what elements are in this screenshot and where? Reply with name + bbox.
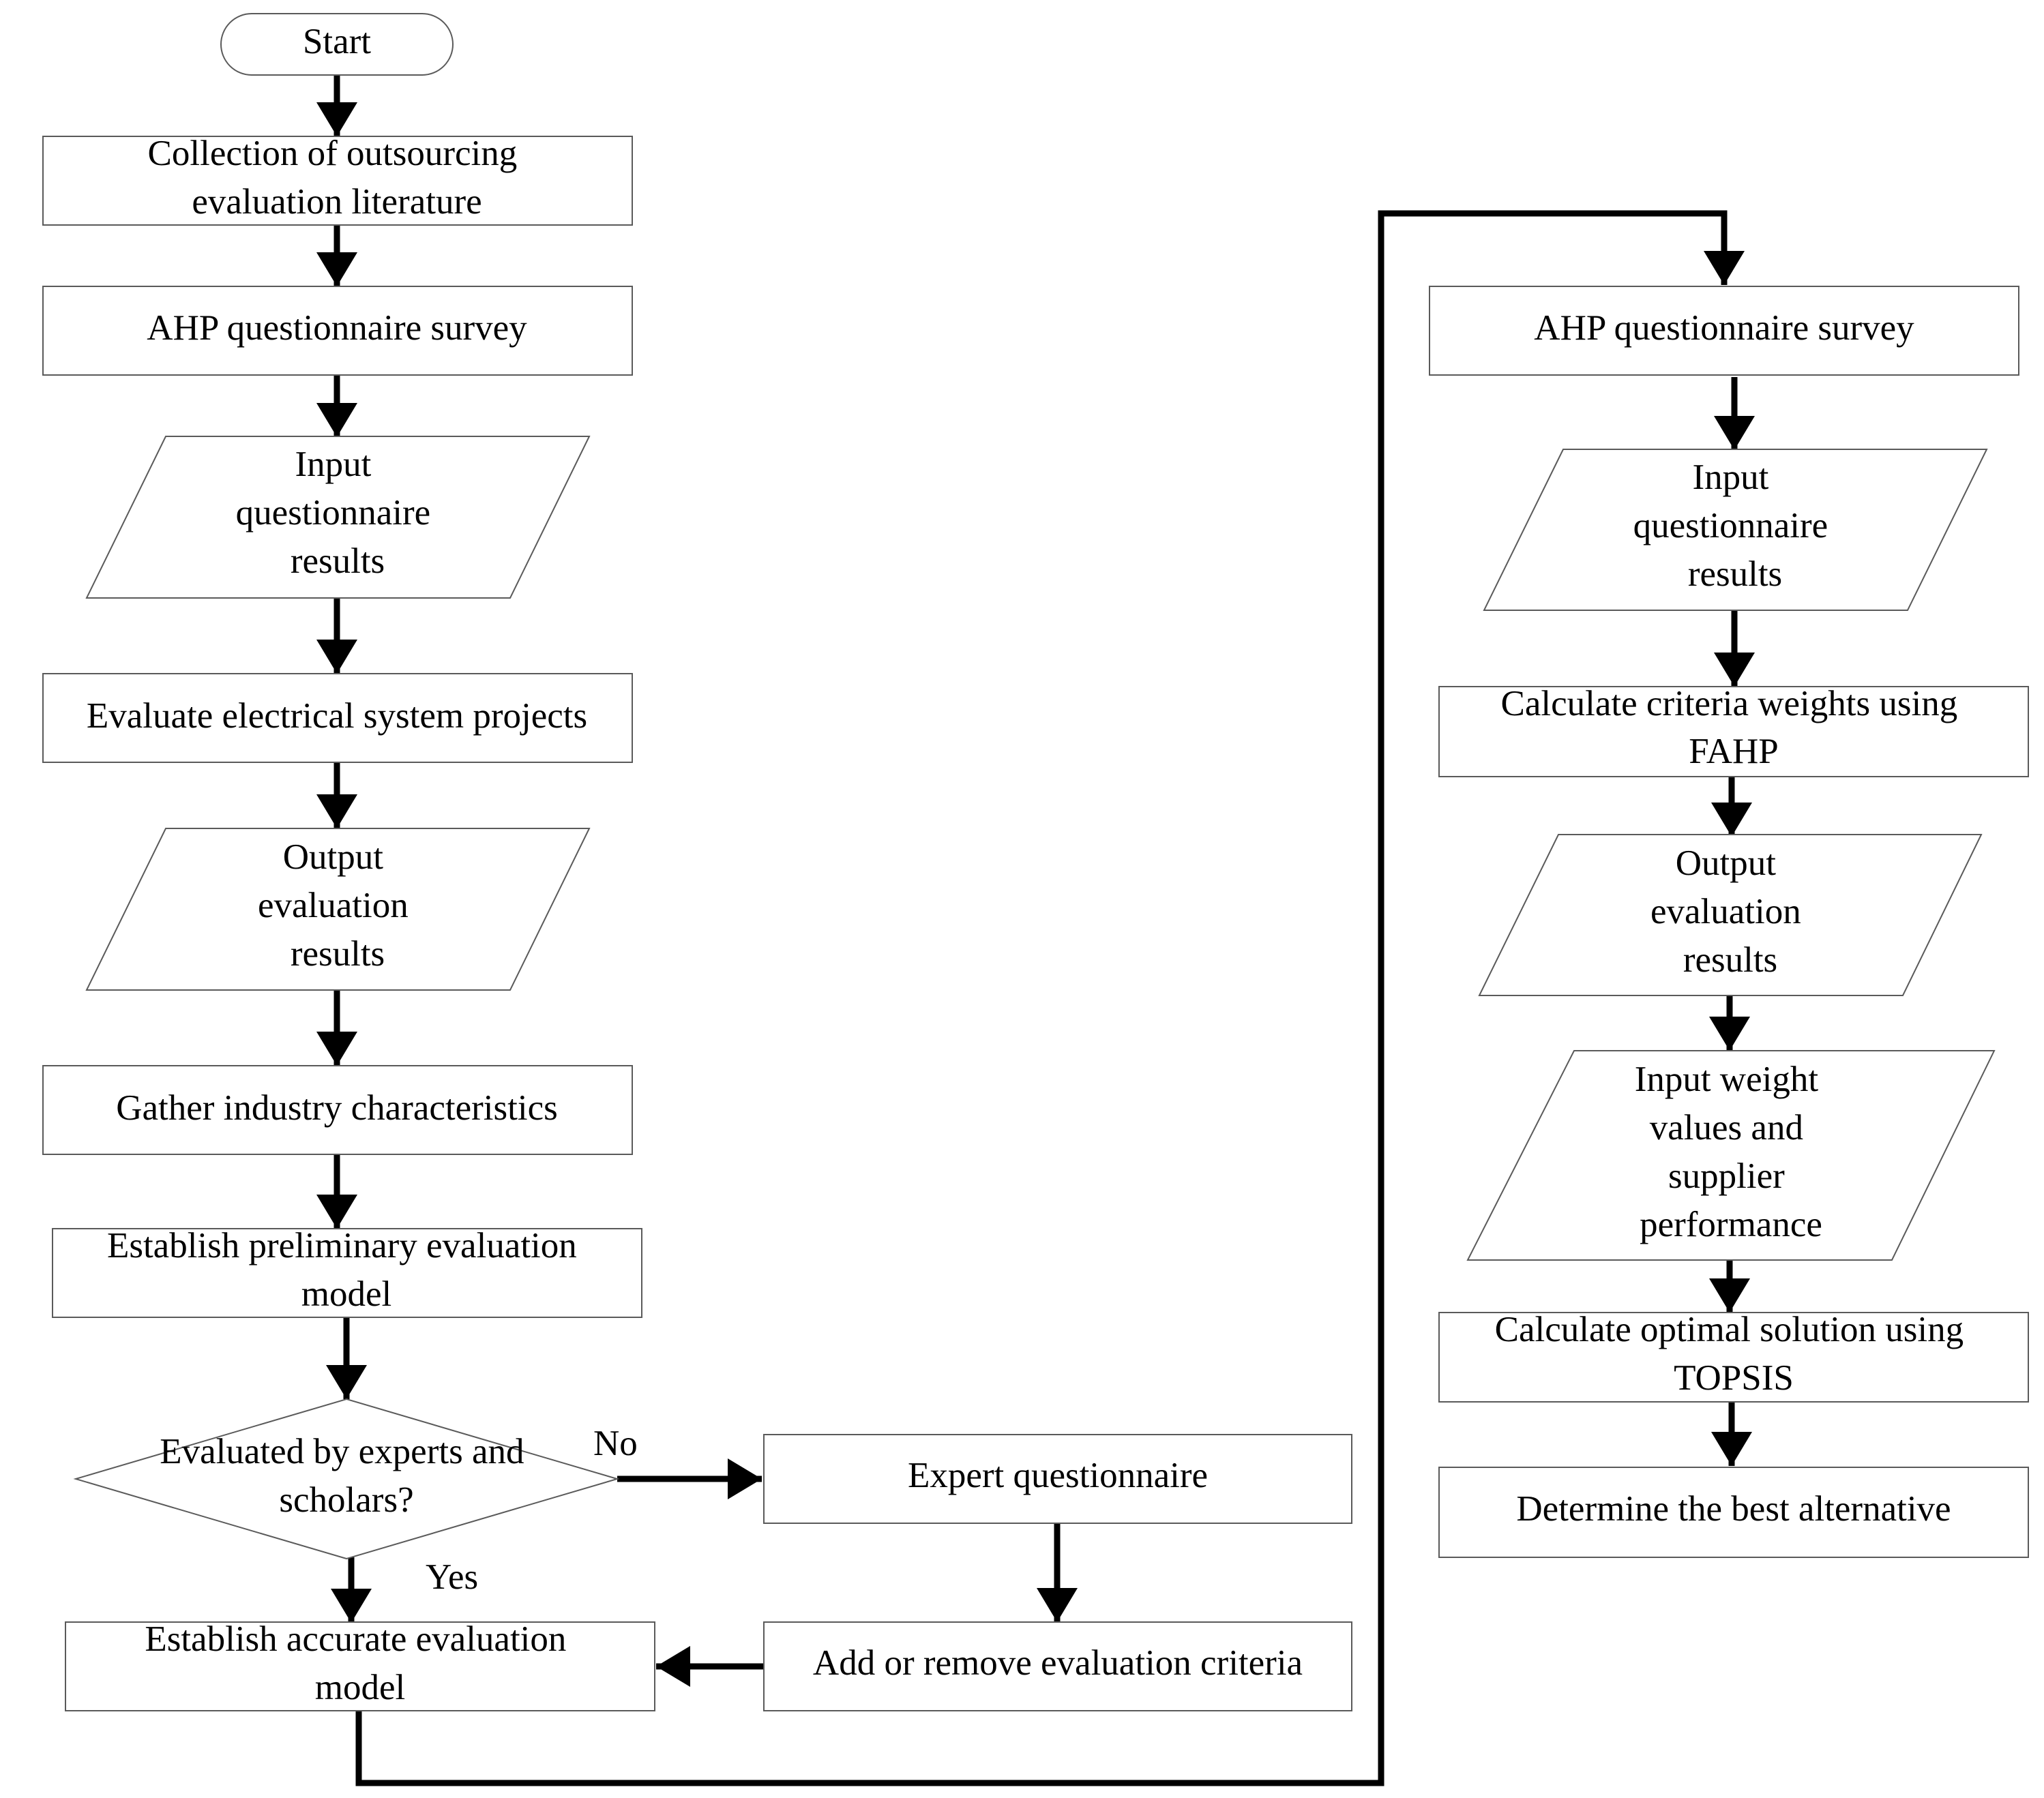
fahp-weights-label: Calculate criteria weights using FAHP [1501, 684, 1967, 771]
output-results-label-left: Output evaluation results [258, 837, 417, 974]
fahp-weights-box [1438, 686, 2029, 777]
labels: Start Collection of outsourcing evaluati… [87, 22, 1973, 1707]
ahp-survey-box-right [1429, 286, 2019, 376]
input-weights-parallelogram [1466, 1050, 1996, 1261]
collect-literature-box [42, 136, 633, 226]
branch-label-no: No [593, 1424, 638, 1463]
output-results-parallelogram-right [1478, 834, 1983, 996]
topsis-solution-label: Calculate optimal solution using TOPSIS [1495, 1310, 1973, 1398]
input-results-label-right: Input questionnaire results [1633, 458, 1837, 594]
start-terminator [220, 13, 454, 76]
evaluate-projects-box [42, 673, 633, 763]
ahp-survey-label-right: AHP questionnaire survey [1534, 308, 1914, 348]
add-remove-criteria-box [763, 1621, 1352, 1711]
accurate-model-label: Establish accurate evaluation model [145, 1619, 575, 1707]
shapes [42, 13, 2029, 1711]
collect-literature-label: Collection of outsourcing evaluation lit… [148, 134, 527, 222]
ahp-survey-box-left [42, 286, 633, 376]
arrow-accurate-to-ahp-right [355, 210, 1745, 1786]
input-weights-label: Input weight values and supplier perform… [1635, 1060, 1828, 1244]
connectors [316, 73, 1755, 1786]
decision-label: Evaluated by experts and scholars? [160, 1432, 533, 1520]
start-label: Start [303, 22, 371, 61]
expert-questionnaire-box [763, 1434, 1352, 1524]
preliminary-model-box [52, 1228, 642, 1318]
topsis-solution-box [1438, 1312, 2029, 1403]
decision-diamond [73, 1398, 620, 1560]
input-results-label-left: Input questionnaire results [236, 445, 440, 581]
input-results-parallelogram-left [85, 436, 591, 599]
ahp-survey-label-left: AHP questionnaire survey [147, 308, 527, 348]
best-alternative-label: Determine the best alternative [1516, 1489, 1951, 1529]
accurate-model-box [65, 1621, 655, 1711]
expert-questionnaire-label: Expert questionnaire [908, 1456, 1208, 1495]
gather-characteristics-box [42, 1065, 633, 1155]
input-results-parallelogram-right [1483, 449, 1988, 611]
output-results-label-right: Output evaluation results [1650, 843, 1810, 980]
output-results-parallelogram-left [85, 828, 591, 991]
best-alternative-box [1438, 1467, 2029, 1558]
evaluate-projects-label: Evaluate electrical system projects [87, 696, 587, 736]
branch-label-yes: Yes [426, 1557, 478, 1597]
preliminary-model-label: Establish preliminary evaluation model [107, 1226, 586, 1314]
gather-characteristics-label: Gather industry characteristics [116, 1088, 558, 1128]
add-remove-criteria-label: Add or remove evaluation criteria [813, 1643, 1303, 1683]
